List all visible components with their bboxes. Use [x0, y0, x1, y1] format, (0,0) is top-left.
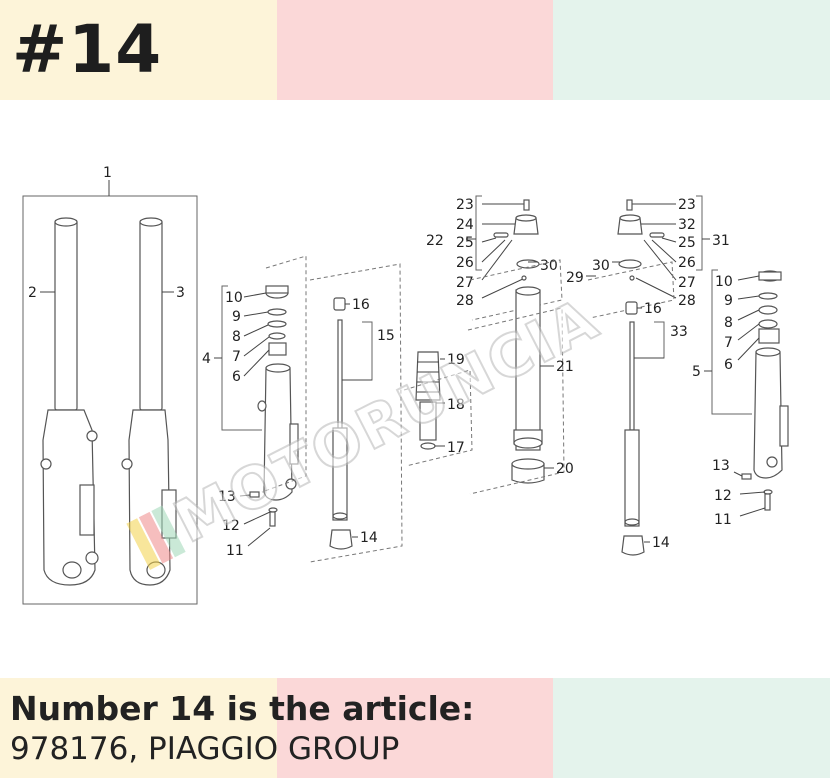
- callout-6-left: 6: [232, 369, 241, 385]
- callout-31: 31: [712, 233, 730, 249]
- caption-headline: Number 14 is the article:: [10, 689, 475, 728]
- callout-4: 4: [202, 351, 211, 367]
- slider-right: [753, 347, 789, 479]
- callout-11-right: 11: [714, 512, 732, 528]
- callout-8-right: 8: [724, 315, 733, 331]
- seal-stack-left: [265, 285, 289, 356]
- callout-27-left: 27: [456, 275, 474, 291]
- fork-assembly-frame: [22, 195, 198, 605]
- damper-cartridge-right: [621, 301, 645, 556]
- band-segment-yellow: [0, 678, 277, 778]
- callout-3: 3: [176, 285, 185, 301]
- callout-13-right: 13: [712, 458, 730, 474]
- callout-30-right: 30: [592, 258, 610, 274]
- damper-cartridge-left: [329, 297, 353, 550]
- band-segment-pink: [277, 678, 553, 778]
- callout-28-left: 28: [456, 293, 474, 309]
- callout-6-right: 6: [724, 357, 733, 373]
- band-segment-green: [553, 0, 830, 100]
- top-color-band: [0, 0, 830, 100]
- callout-32: 32: [678, 217, 696, 233]
- seal-stack-right: [758, 270, 782, 344]
- callout-25-left: 25: [456, 235, 474, 251]
- callout-25-right: 25: [678, 235, 696, 251]
- bottom-color-band: [0, 678, 830, 778]
- callout-15: 15: [377, 328, 395, 344]
- watermark-text: MOTORUNCIA: [164, 284, 609, 556]
- fork-leg-left: [40, 217, 99, 586]
- callout-23-right: 23: [678, 197, 696, 213]
- callout-5: 5: [692, 364, 701, 380]
- slider-left: [257, 363, 299, 501]
- callout-12-left: 12: [222, 518, 240, 534]
- callout-14-right: 14: [652, 535, 670, 551]
- callout-20: 20: [556, 461, 574, 477]
- exploded-parts-diagram: 1 2 3 4 10 9 8 7 6: [22, 165, 789, 605]
- callout-11-left: 11: [226, 543, 244, 559]
- callout-9-left: 9: [232, 309, 241, 325]
- callout-9-right: 9: [724, 293, 733, 309]
- callout-19: 19: [447, 352, 465, 368]
- screws-right: [741, 473, 773, 511]
- callout-22: 22: [426, 233, 444, 249]
- callout-33: 33: [670, 324, 688, 340]
- screws-left: [249, 491, 278, 527]
- callout-2: 2: [28, 285, 37, 301]
- callout-7-left: 7: [232, 349, 241, 365]
- callout-21: 21: [556, 359, 574, 375]
- band-segment-yellow: [0, 0, 277, 100]
- callout-13-left: 13: [218, 489, 236, 505]
- callout-27-right: 27: [678, 275, 696, 291]
- callout-30-left: 30: [540, 258, 558, 274]
- callout-17: 17: [447, 440, 465, 456]
- callout-24: 24: [456, 217, 474, 233]
- band-segment-green: [553, 678, 830, 778]
- callout-28-right: 28: [678, 293, 696, 309]
- callout-7-right: 7: [724, 335, 733, 351]
- callout-10-left: 10: [225, 290, 243, 306]
- caption-article-number: 978176, PIAGGIO GROUP: [10, 731, 400, 767]
- callout-23-left: 23: [456, 197, 474, 213]
- spring-spacer-stack: [415, 351, 441, 450]
- callout-29: 29: [566, 270, 584, 286]
- callout-10-right: 10: [715, 274, 733, 290]
- callout-1: 1: [103, 165, 112, 181]
- band-segment-pink: [277, 0, 553, 100]
- callout-14-left: 14: [360, 530, 378, 546]
- callout-26-right: 26: [678, 255, 696, 271]
- callout-26-left: 26: [456, 255, 474, 271]
- top-cap-left: [493, 199, 540, 281]
- callout-12-right: 12: [714, 488, 732, 504]
- callout-18: 18: [447, 397, 465, 413]
- callout-16-left: 16: [352, 297, 370, 313]
- callout-16-right: 16: [644, 301, 662, 317]
- top-cap-right: [617, 199, 665, 281]
- page-number: #14: [12, 11, 163, 88]
- callout-8-left: 8: [232, 329, 241, 345]
